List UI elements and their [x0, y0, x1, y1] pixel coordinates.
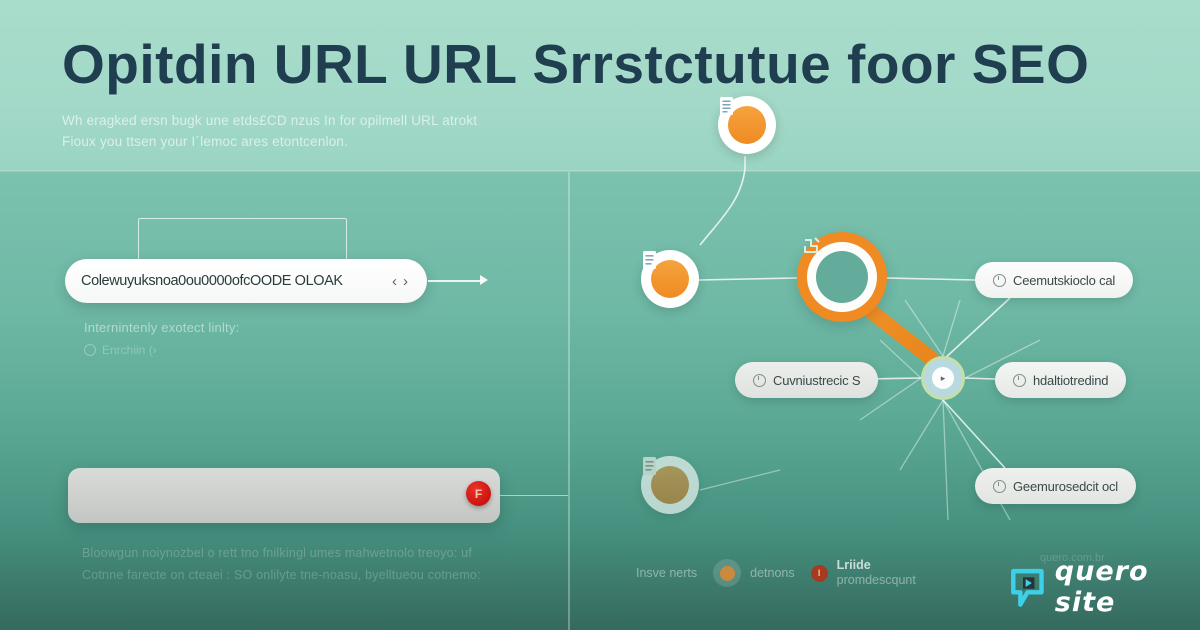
diagram-pill-b-label: Cuvniustrecic S — [773, 372, 861, 388]
diagram-pill-c-label: hdaltiotredind — [1033, 372, 1109, 388]
diagram-pill-a[interactable]: Ceemutskioclo cal — [975, 262, 1134, 298]
legend-item-2: detnons — [713, 559, 795, 587]
diagram-pill-b[interactable]: Cuvniustrecic S — [735, 362, 879, 398]
diagram-legend: Insve nerts detnons I Lriide promdescqun… — [636, 558, 916, 588]
magnifier-lens — [804, 237, 868, 303]
magnifier-ring — [804, 237, 877, 312]
hero-band — [0, 0, 1200, 171]
diagram-pill-d-label: Geemurosedcit ocl — [1013, 478, 1118, 494]
legend-item-3-stack: Lriide promdescqunt — [837, 558, 916, 588]
diagram-hub-node[interactable]: ▸ — [921, 356, 965, 400]
document-icon — [643, 457, 689, 504]
left-subnote-label: Enrchiin (› — [102, 343, 157, 357]
hub-core: ▸ — [932, 367, 954, 389]
subtitle-line-2: Fioux you ttsen your I´lemoc ares etontc… — [62, 134, 349, 149]
url-flow-arrow-line — [428, 280, 484, 282]
bottom-left-line-1: Bloowgun noiynozbel o rett tno fnilkingl… — [82, 546, 473, 560]
document-icon — [720, 97, 766, 144]
page-subtitle: Wh eragked ersn bugk une etds£CD nzus In… — [62, 110, 582, 152]
magnifier-icon[interactable] — [797, 232, 887, 322]
url-input-bar[interactable]: Colewuyuksnoa0ou0000ofcOODE OLOAK ‹ › — [65, 259, 427, 303]
watermark: quero site — [1008, 556, 1200, 618]
secondary-bar[interactable] — [68, 468, 500, 523]
watermark-ghost-url: quero.com.br — [1040, 552, 1105, 564]
url-input-value: Colewuyuksnoa0ou0000ofcOODE OLOAK — [81, 273, 343, 289]
left-note-label: Internintenly exotect linlty: — [84, 320, 240, 335]
diagram-node-left-document[interactable] — [641, 250, 699, 308]
legend-item-1: Insve nerts — [636, 566, 697, 580]
status-badge: F — [466, 481, 491, 506]
bar-connector-line — [500, 495, 568, 497]
clock-icon — [753, 373, 766, 387]
document-glyph — [720, 97, 733, 115]
bottom-left-line-2: Cotnne farecte on cteaei : SO onlilyte t… — [82, 568, 481, 582]
chevron-right-icon[interactable]: › — [403, 272, 408, 290]
watermark-brand-label: quero site — [1054, 556, 1149, 618]
url-bracket-annotation — [138, 218, 347, 265]
left-subnote-row: Enrchiin (› — [84, 343, 157, 357]
clock-icon — [993, 479, 1006, 493]
info-circle-icon — [84, 344, 96, 356]
url-flow-arrow-head — [480, 275, 488, 285]
document-icon — [643, 251, 689, 298]
diagram-node-bottom-left-document[interactable] — [641, 456, 699, 514]
diagram-pill-a-label: Ceemutskioclo cal — [1013, 272, 1116, 288]
legend-item-3-sub: promdescqunt — [836, 573, 916, 587]
document-glyph — [643, 457, 656, 475]
clock-icon — [993, 273, 1006, 287]
band-divider — [0, 170, 1200, 172]
quero-site-logo-icon — [1011, 568, 1044, 607]
diagram-pill-d[interactable]: Geemurosedcit ocl — [975, 468, 1136, 504]
page-title: Opitdin URL URL Srrstctutue foor SEO — [62, 33, 1090, 95]
chevron-left-icon[interactable]: ‹ — [392, 272, 397, 290]
legend-item-3-title: Lriide — [836, 558, 871, 572]
diagram-pill-c[interactable]: hdaltiotredind — [995, 362, 1127, 398]
legend-item-1-label: Insve nerts — [636, 566, 698, 580]
subtitle-line-1: Wh eragked ersn bugk une etds£CD nzus In… — [62, 113, 478, 128]
bottom-left-description: Bloowgun noiynozbel o rett tno fnilkingl… — [82, 542, 512, 586]
legend-circle-icon — [713, 559, 742, 587]
diagram-node-top-document[interactable] — [718, 96, 776, 154]
document-glyph — [643, 251, 656, 269]
vertical-divider — [568, 172, 570, 630]
legend-badge-icon: I — [810, 564, 828, 582]
legend-item-3: I Lriide promdescqunt — [810, 558, 916, 588]
flow-glyph — [804, 237, 820, 253]
clock-icon — [1013, 373, 1026, 387]
legend-dot-icon — [719, 565, 735, 581]
legend-item-2-label: detnons — [750, 566, 795, 580]
